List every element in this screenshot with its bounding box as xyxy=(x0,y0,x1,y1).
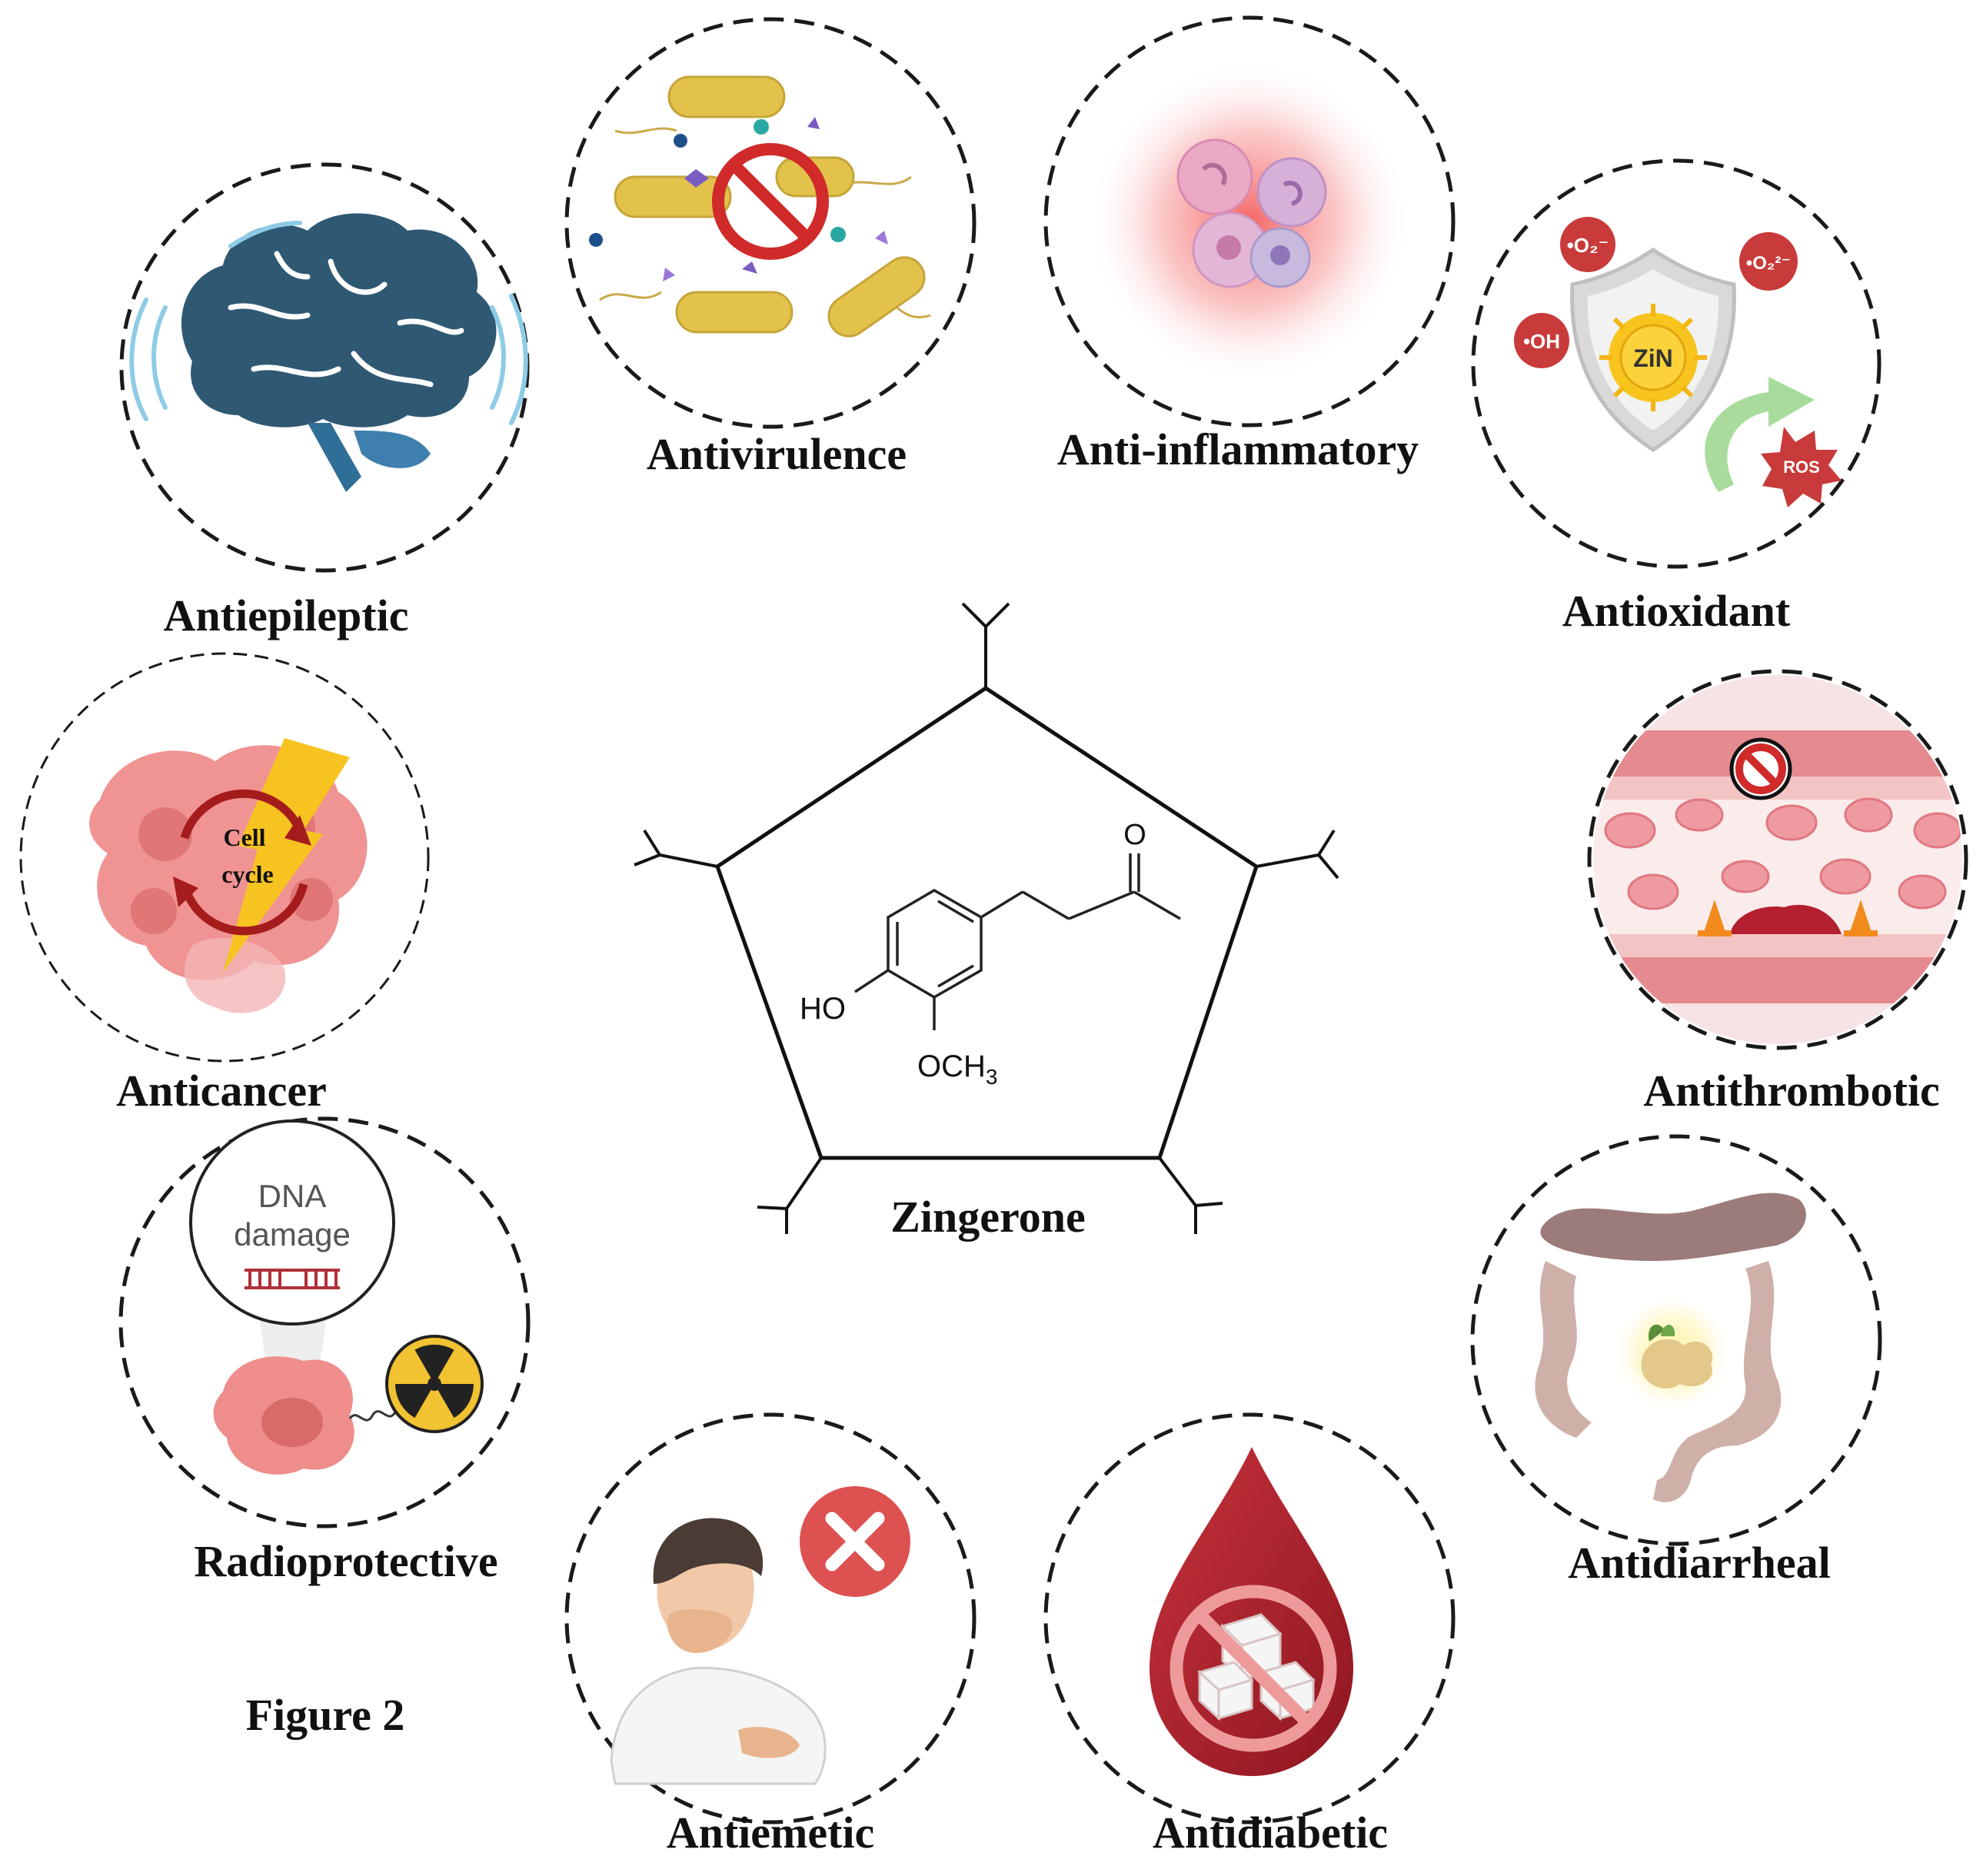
antiepileptic-label: Antiepileptic xyxy=(164,590,409,640)
methoxy-label: OCH3 xyxy=(917,1049,997,1089)
blood-vessel-icon xyxy=(1593,675,1962,1044)
colon-icon xyxy=(1535,1192,1806,1502)
lightning-icon xyxy=(223,738,350,973)
curved-arrow-icon xyxy=(1705,377,1815,492)
cell-cycle-arrows-icon xyxy=(180,789,308,936)
blood-drop-icon xyxy=(1150,1447,1353,1776)
brain-icon xyxy=(129,213,528,492)
no-sign-icon xyxy=(1170,1585,1337,1752)
svg-text:ROS: ROS xyxy=(1783,457,1820,477)
zingerone-structure xyxy=(854,853,1181,1030)
anti-inflammatory-label: Anti-inflammatory xyxy=(1057,424,1419,474)
ros-burst-icon: ROS xyxy=(1761,427,1842,507)
antidiabetic-node: Antidiabetic xyxy=(1043,1412,1456,1858)
radical-hydroxyl: •OH xyxy=(1514,313,1569,368)
svg-text:•O₂⁻: •O₂⁻ xyxy=(1567,234,1609,257)
radioprotective-node: DNA damage Radioprotective xyxy=(118,1116,531,1586)
cell-cycle-text-2: cycle xyxy=(221,860,274,888)
antivirulence-label: Antivirulence xyxy=(647,429,907,479)
antidiarrheal-label: Antidiarrheal xyxy=(1568,1538,1831,1588)
antiemetic-node: Antiemetic xyxy=(564,1412,977,1858)
radiation-icon xyxy=(385,1335,484,1433)
central-pentagon xyxy=(634,602,1339,1234)
antiepileptic-node: Antiepileptic xyxy=(119,162,530,640)
radical-peroxide: •O₂²⁻ xyxy=(1739,232,1798,291)
anticancer-node: Cell cycle Anticancer xyxy=(19,652,430,1116)
cell-cycle-text: Cell xyxy=(223,823,265,851)
antidiarrheal-node: Antidiarrheal xyxy=(1470,1134,1882,1588)
hydroxyl-label: HO xyxy=(800,992,846,1026)
immune-cells-icon xyxy=(1176,138,1327,288)
zin-label: ZiN xyxy=(1633,344,1673,372)
antiemetic-label: Antiemetic xyxy=(667,1808,875,1858)
no-sign-icon xyxy=(1729,737,1792,800)
svg-text:•OH: •OH xyxy=(1523,330,1560,353)
damage-text: damage xyxy=(234,1216,351,1252)
antivirulence-node: Antivirulence xyxy=(564,17,977,479)
dna-text: DNA xyxy=(258,1178,327,1214)
anti-inflammatory-node: Anti-inflammatory xyxy=(1043,15,1456,474)
radical-superoxide: •O₂⁻ xyxy=(1560,217,1615,272)
svg-text:•O₂²⁻: •O₂²⁻ xyxy=(1746,253,1791,274)
sun-icon: ZiN xyxy=(1599,304,1707,411)
carbonyl-oxygen: O xyxy=(1123,819,1146,851)
bacteria-icon xyxy=(589,75,931,338)
antidiabetic-label: Antidiabetic xyxy=(1153,1808,1388,1858)
cross-icon xyxy=(800,1486,910,1597)
anticancer-label: Anticancer xyxy=(116,1066,327,1116)
antioxidant-label: Antioxidant xyxy=(1562,586,1791,636)
antioxidant-node: ZiN •O₂⁻ •O₂²⁻ •OH ROS Antioxidant xyxy=(1471,158,1882,636)
antithrombotic-node: Antithrombotic xyxy=(1587,669,1968,1116)
antithrombotic-label: Antithrombotic xyxy=(1643,1066,1940,1116)
radioprotective-label: Radioprotective xyxy=(194,1536,497,1586)
center-compound-name: Zingerone xyxy=(890,1192,1086,1242)
dna-icon xyxy=(245,1269,340,1289)
nauseous-person-icon xyxy=(610,1518,827,1785)
figure-caption: Figure 2 xyxy=(246,1690,405,1740)
no-sign-icon xyxy=(712,143,829,260)
ginger-icon xyxy=(1641,1324,1713,1389)
